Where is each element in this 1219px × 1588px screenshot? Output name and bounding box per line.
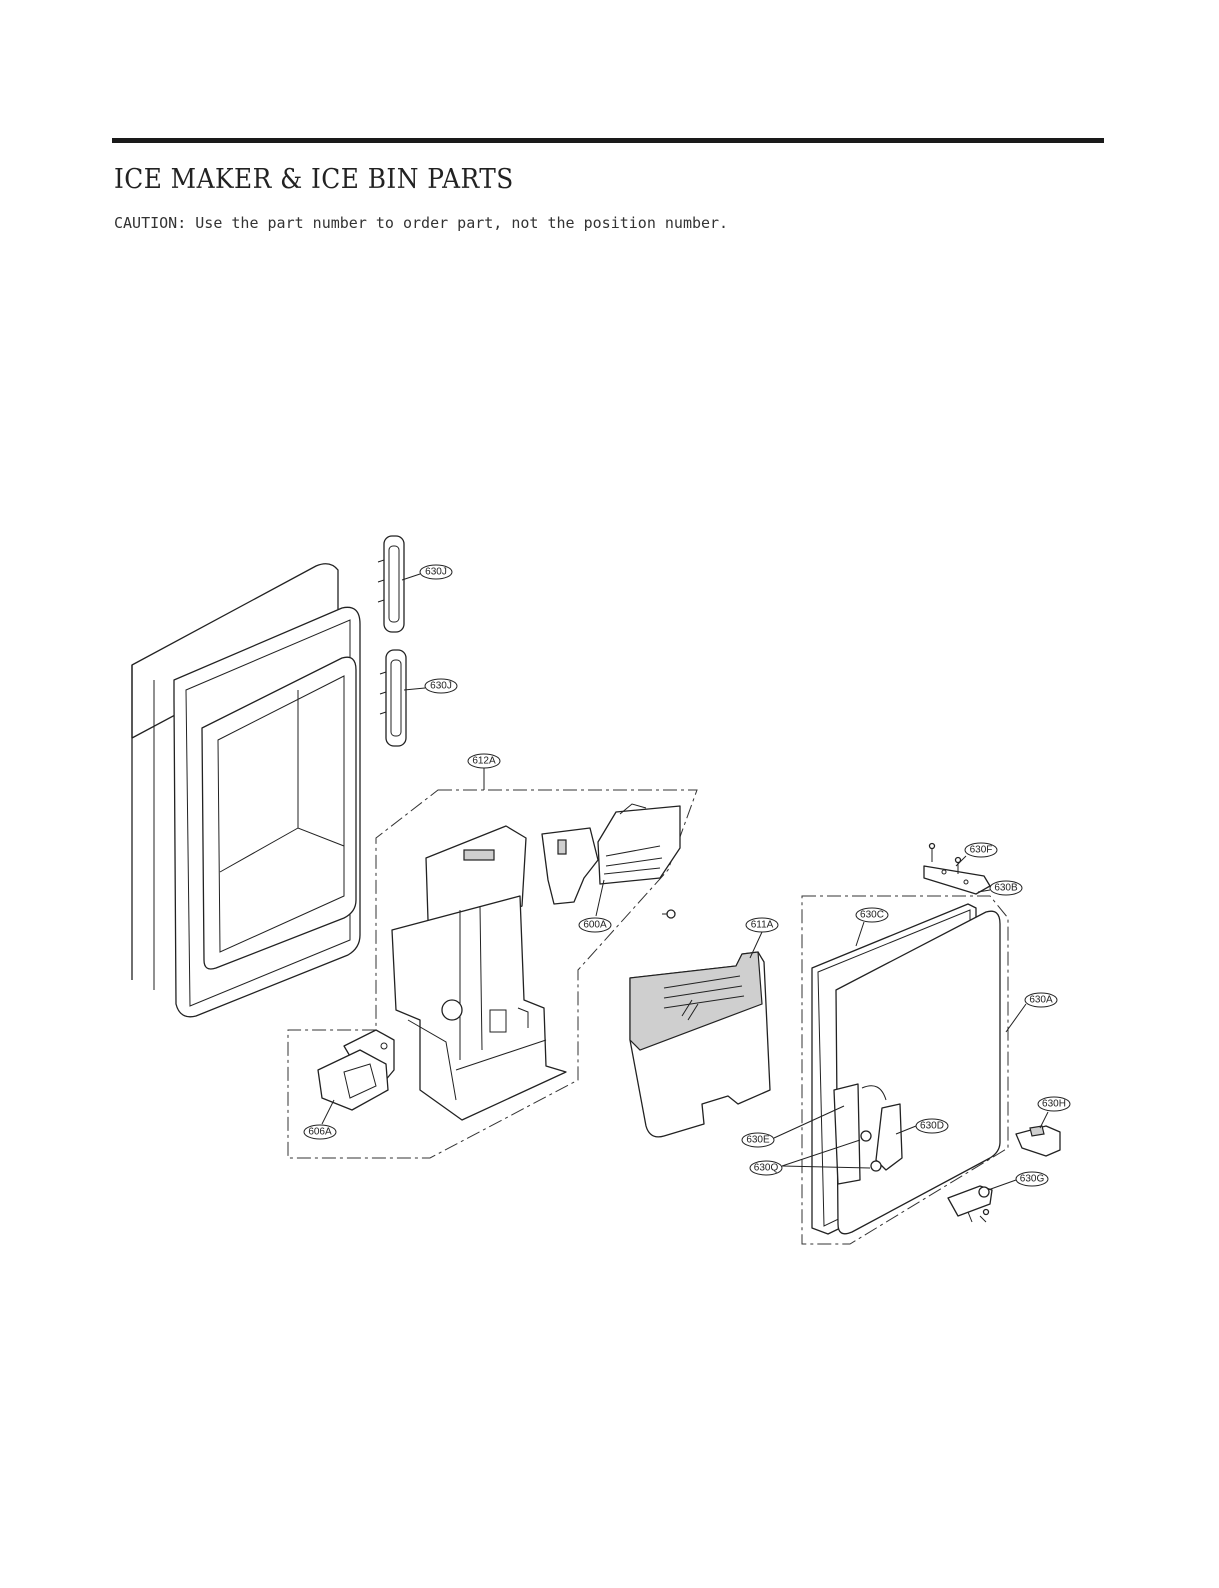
seal-630j-top	[377, 535, 405, 633]
svg-text:630D: 630D	[920, 1121, 944, 1132]
svg-text:630J: 630J	[430, 681, 452, 692]
callout-630f: 630F	[964, 842, 998, 858]
ice-bin-part	[629, 951, 771, 1138]
door-630a-boundary	[801, 895, 1009, 1245]
callout-630d: 630D	[915, 1118, 949, 1134]
callout-606a: 606A	[303, 1124, 337, 1140]
svg-text:606A: 606A	[308, 1127, 332, 1138]
caution-note: CAUTION: Use the part number to order pa…	[114, 214, 729, 232]
screw-part	[662, 909, 676, 919]
callout-612a: 612A	[467, 753, 501, 769]
callout-630h: 630H	[1037, 1096, 1071, 1112]
ice-bin-door-part	[811, 903, 1001, 1235]
svg-text:630H: 630H	[1042, 1099, 1066, 1110]
seal-630j-bottom	[379, 649, 407, 747]
ice-maker-bracket-part	[391, 825, 567, 1121]
svg-text:600A: 600A	[583, 920, 607, 931]
svg-text:612A: 612A	[472, 756, 496, 767]
callout-630c: 630C	[855, 907, 889, 923]
svg-text:630B: 630B	[994, 883, 1018, 894]
callout-630g: 630G	[1015, 1171, 1049, 1187]
callout-611a: 611A	[745, 917, 779, 933]
svg-text:630F: 630F	[970, 845, 993, 856]
svg-text:630A: 630A	[1029, 995, 1053, 1006]
callout-630q: 630Q	[749, 1160, 783, 1176]
assembly-612a-boundary	[287, 789, 698, 1159]
svg-text:611A: 611A	[751, 920, 774, 931]
door-frame-part	[131, 563, 361, 1018]
hinge-bracket-630f-part	[923, 842, 991, 895]
auger-motor-part	[317, 1029, 395, 1111]
svg-text:630G: 630G	[1020, 1174, 1045, 1185]
svg-text:630E: 630E	[746, 1135, 770, 1146]
svg-text:630J: 630J	[425, 567, 447, 578]
callout-630j-bottom: 630J	[424, 678, 458, 694]
svg-text:630Q: 630Q	[754, 1163, 779, 1174]
svg-text:630C: 630C	[860, 910, 884, 921]
clip-630h-part	[1015, 1125, 1061, 1157]
hinge-630g-part	[947, 1185, 993, 1223]
callout-630b: 630B	[989, 880, 1023, 896]
page-title: ICE MAKER & ICE BIN PARTS	[114, 164, 514, 195]
top-rule	[112, 138, 1104, 143]
callout-630a: 630A	[1024, 992, 1058, 1008]
ice-maker-part	[541, 803, 681, 905]
leader-lines	[321, 573, 1049, 1191]
callout-600a: 600A	[578, 917, 612, 933]
callout-630j-top: 630J	[419, 564, 453, 580]
callout-630e: 630E	[741, 1132, 775, 1148]
